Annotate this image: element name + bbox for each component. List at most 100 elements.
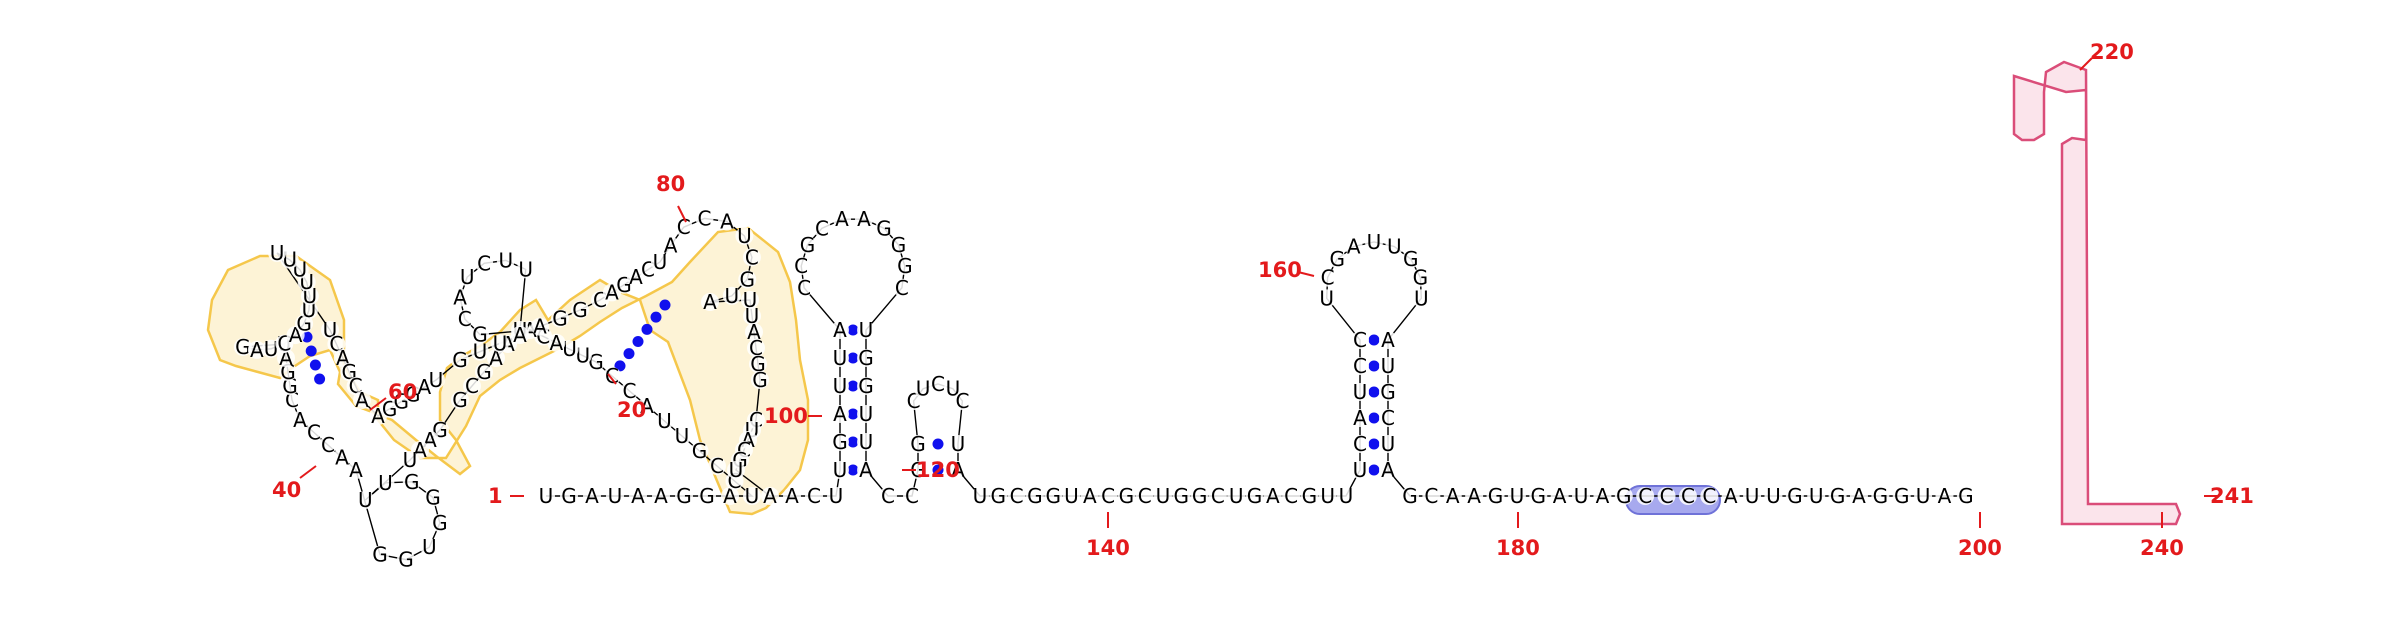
nucleotide: G (1531, 484, 1547, 508)
nucleotide-bg (857, 405, 875, 423)
nucleotide: A (1553, 484, 1567, 508)
nucleotide: C (807, 484, 821, 508)
nucleotide: A (533, 315, 547, 339)
nucleotide: U (270, 241, 285, 265)
nucleotide: A (1467, 484, 1481, 508)
nucleotide: U (829, 484, 844, 508)
nucleotide-bg (371, 545, 389, 564)
base-pair-dot (641, 323, 653, 335)
nucleotide: C (458, 307, 472, 331)
nucleotide-bg (1411, 268, 1430, 287)
nucleotide: U (378, 471, 393, 495)
base-pair-dot (623, 348, 635, 360)
nucleotide-bg (511, 326, 529, 344)
nucleotide: G (891, 233, 907, 257)
nucleotide: U (1156, 484, 1171, 508)
nucleotide-bg (698, 487, 716, 505)
nucleotide: A (1596, 484, 1610, 508)
nucleotide-bg (458, 268, 477, 287)
nucleotide-bg (1025, 487, 1044, 505)
nucleotide: U (657, 409, 672, 433)
tick-80 (677, 205, 687, 223)
nucleotide-bg (516, 260, 535, 279)
nucleotide-bg (747, 339, 765, 357)
nucleotide: A (585, 484, 599, 508)
nucleotide: U (724, 284, 739, 308)
nucleotide: U (1916, 484, 1931, 508)
nucleotide-bg (1117, 487, 1136, 505)
nucleotide: A (1724, 484, 1738, 508)
nucleotide-bg (487, 349, 505, 367)
nucleotide: A (293, 408, 307, 432)
nucleotide-bg (1379, 461, 1397, 479)
nucleotide-bg (1282, 487, 1301, 505)
nucleotide-bg (1636, 487, 1655, 505)
nucleotide-bg (783, 487, 801, 505)
nucleotide-bg (629, 487, 647, 505)
nucleotide: A (747, 320, 761, 344)
nucleotide-bg (455, 309, 474, 328)
base-pair-dot (932, 438, 944, 450)
base-pair-dot (314, 373, 326, 385)
position-label-40: 40 (272, 478, 301, 502)
position-label-200: 200 (1958, 536, 2002, 560)
nucleotide-bg (1337, 487, 1355, 505)
nucleotide-bg (827, 487, 845, 505)
position-label-60: 60 (388, 380, 417, 404)
nucleotide-bg (471, 342, 489, 361)
nucleotide-bg (1721, 487, 1740, 505)
nucleotide-bg (281, 377, 299, 395)
nucleotide: C (623, 379, 637, 403)
nucleotide-bg (895, 256, 914, 275)
position-label-140: 140 (1086, 536, 1130, 560)
nucleotide: G (1027, 484, 1043, 508)
nucleotide-bg (831, 321, 849, 339)
nucleotide: A (1938, 484, 1952, 508)
nucleotide: G (897, 254, 913, 278)
nucleotide-bg (1764, 487, 1783, 505)
nucleotide-bg (1328, 250, 1347, 269)
nucleotide: U (1353, 380, 1368, 404)
nucleotide-bg (551, 309, 569, 328)
nucleotide-bg (1385, 237, 1404, 256)
nucleotide-bg (300, 287, 319, 306)
nucleotide: U (729, 458, 744, 482)
nucleotide-bg (892, 278, 911, 297)
nucleotide: U (833, 374, 848, 398)
nucleotide-bg (857, 461, 875, 479)
nucleotide-layer: UGAUAAGGAUCCGUUACCGUUACAGCAUCUUUAAGCGGAA… (233, 206, 1975, 572)
nucleotide-bg (451, 391, 469, 409)
nucleotide: G (750, 352, 766, 376)
nucleotide: A (723, 484, 737, 508)
nucleotide-bg (376, 473, 395, 492)
nucleotide-bg (333, 448, 351, 467)
nucleotide: C (321, 433, 335, 457)
nucleotide-bg (1099, 487, 1118, 505)
nucleotide-bg (1044, 487, 1063, 505)
nucleotide: G (676, 484, 692, 508)
nucleotide-bg (353, 391, 371, 409)
nucleotide-bg (279, 363, 297, 381)
nucleotide: C (1638, 484, 1652, 508)
base-pair-dot (1368, 386, 1380, 398)
nucleotide: A (1381, 458, 1395, 482)
tick-60 (369, 397, 387, 411)
base-pair-dot (1368, 438, 1380, 450)
nucleotide: C (745, 245, 759, 269)
nucleotide-bg (430, 513, 449, 532)
nucleotide: G (1380, 380, 1396, 404)
nucleotide-bg (751, 371, 769, 389)
position-label-120: 120 (916, 458, 960, 482)
nucleotide: A (857, 207, 871, 231)
nucleotide-bg (451, 351, 469, 369)
nucleotide: G (404, 470, 420, 494)
nucleotide-bg (857, 321, 875, 339)
nucleotide: C (794, 254, 808, 278)
nucleotide: U (562, 337, 577, 361)
base-pair-dot (614, 360, 626, 372)
nucleotide-bg (1892, 487, 1911, 505)
nucleotide-bg (1807, 487, 1826, 505)
nucleotide: U (1766, 484, 1781, 508)
base-pair-dot (932, 464, 944, 476)
pink-hairpin-region (2012, 60, 2182, 526)
